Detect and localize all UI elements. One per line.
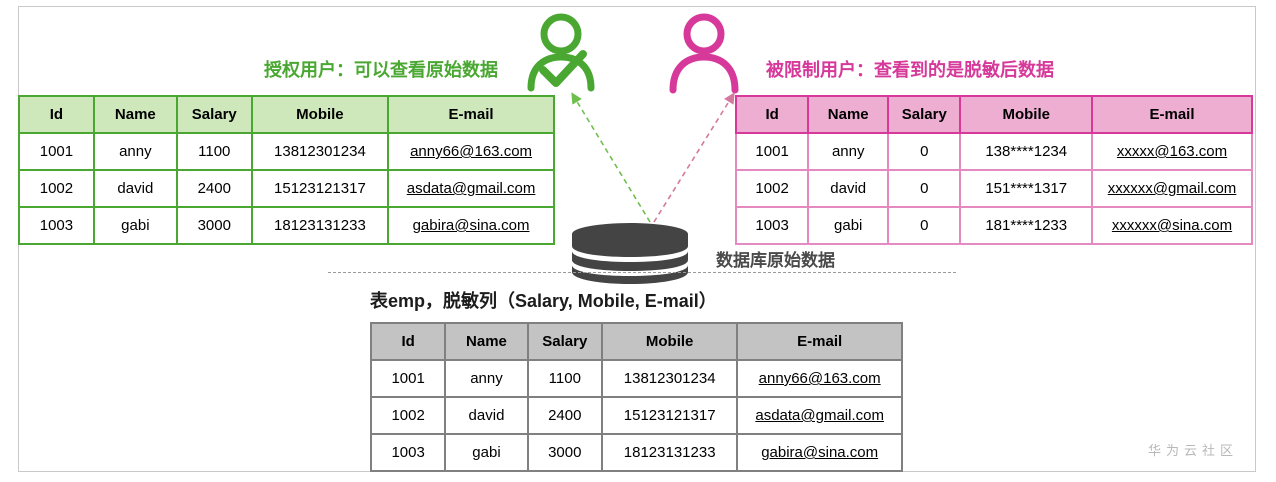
cell-email[interactable]: anny66@163.com <box>736 359 903 398</box>
cell-salary: 0 <box>887 169 962 208</box>
cell-id: 1001 <box>18 132 95 171</box>
col-header-id: Id <box>18 95 95 134</box>
cell-name: gabi <box>444 433 529 472</box>
cell-salary: 2400 <box>526 396 603 435</box>
cell-salary: 3000 <box>526 433 603 472</box>
col-header-salary: Salary <box>175 95 253 134</box>
cell-email[interactable]: xxxxx@163.com <box>1091 132 1253 171</box>
cell-name: gabi <box>807 206 890 245</box>
table-row: 1003 gabi 3000 18123131233 gabira@sina.c… <box>369 433 903 472</box>
cell-name: gabi <box>92 206 178 245</box>
cell-id: 1003 <box>18 206 95 245</box>
table-row: 1001 anny 0 138****1234 xxxxx@163.com <box>734 132 1253 171</box>
restricted-user-label: 被限制用户：查看到的是脱敏后数据 <box>766 60 1054 80</box>
cell-email[interactable]: gabira@sina.com <box>736 433 903 472</box>
cell-id: 1002 <box>18 169 95 208</box>
cell-email[interactable]: asdata@gmail.com <box>387 169 555 208</box>
cell-salary: 0 <box>887 206 962 245</box>
source-table-caption: 表emp，脱敏列（Salary, Mobile, E-mail） <box>370 291 717 311</box>
col-header-name: Name <box>92 95 178 134</box>
cell-email[interactable]: anny66@163.com <box>387 132 555 171</box>
col-header-email: E-mail <box>387 95 555 134</box>
cell-mobile: 18123131233 <box>600 433 739 472</box>
cell-name: anny <box>92 132 178 171</box>
database-cylinder-icon <box>572 223 688 284</box>
cell-name: david <box>92 169 178 208</box>
cell-id: 1002 <box>734 169 810 208</box>
watermark: 华为云社区 <box>1148 443 1239 458</box>
cell-salary: 3000 <box>175 206 253 245</box>
table-header-row: Id Name Salary Mobile E-mail <box>369 322 903 361</box>
user-check-icon <box>527 13 595 92</box>
user-icon <box>669 13 739 94</box>
table-row: 1002 david 2400 15123121317 asdata@gmail… <box>18 169 555 208</box>
arrow-db-to-restricted <box>653 92 735 223</box>
section-divider <box>328 272 956 273</box>
table-row: 1003 gabi 0 181****1233 xxxxxx@sina.com <box>734 206 1253 245</box>
cell-id: 1001 <box>734 132 810 171</box>
col-header-email: E-mail <box>736 322 903 361</box>
data-flow-arrows <box>571 92 735 223</box>
cell-mobile: 15123121317 <box>600 396 739 435</box>
col-header-mobile: Mobile <box>250 95 390 134</box>
cell-mobile: 18123131233 <box>250 206 390 245</box>
cell-email[interactable]: gabira@sina.com <box>387 206 555 245</box>
cell-mobile: 13812301234 <box>250 132 390 171</box>
col-header-salary: Salary <box>526 322 603 361</box>
col-header-id: Id <box>734 95 810 134</box>
arrow-db-to-authorized <box>571 92 651 223</box>
cell-name: david <box>444 396 529 435</box>
cell-name: david <box>807 169 890 208</box>
cell-name: anny <box>807 132 890 171</box>
cell-id: 1003 <box>369 433 447 472</box>
cell-name: anny <box>444 359 529 398</box>
cell-mobile: 15123121317 <box>250 169 390 208</box>
authorized-data-table: Id Name Salary Mobile E-mail 1001 anny 1… <box>18 95 555 245</box>
col-header-mobile: Mobile <box>959 95 1094 134</box>
table-row: 1003 gabi 3000 18123131233 gabira@sina.c… <box>18 206 555 245</box>
cell-email[interactable]: xxxxxx@gmail.com <box>1091 169 1253 208</box>
table-row: 1001 anny 1100 13812301234 anny66@163.co… <box>369 359 903 398</box>
cell-salary: 1100 <box>175 132 253 171</box>
source-data-table: Id Name Salary Mobile E-mail 1001 anny 1… <box>369 322 903 472</box>
col-header-name: Name <box>444 322 529 361</box>
cell-mobile: 138****1234 <box>959 132 1094 171</box>
col-header-salary: Salary <box>887 95 962 134</box>
restricted-data-table: Id Name Salary Mobile E-mail 1001 anny 0… <box>734 95 1253 245</box>
cell-email[interactable]: xxxxxx@sina.com <box>1091 206 1253 245</box>
cell-mobile: 181****1233 <box>959 206 1094 245</box>
cell-salary: 2400 <box>175 169 253 208</box>
database-label: 数据库原始数据 <box>716 251 835 270</box>
col-header-mobile: Mobile <box>600 322 739 361</box>
table-row: 1002 david 0 151****1317 xxxxxx@gmail.co… <box>734 169 1253 208</box>
cell-mobile: 13812301234 <box>600 359 739 398</box>
table-header-row: Id Name Salary Mobile E-mail <box>18 95 555 134</box>
col-header-id: Id <box>369 322 447 361</box>
cell-salary: 0 <box>887 132 962 171</box>
table-header-row: Id Name Salary Mobile E-mail <box>734 95 1253 134</box>
cell-email[interactable]: asdata@gmail.com <box>736 396 903 435</box>
table-row: 1002 david 2400 15123121317 asdata@gmail… <box>369 396 903 435</box>
table-row: 1001 anny 1100 13812301234 anny66@163.co… <box>18 132 555 171</box>
col-header-email: E-mail <box>1091 95 1253 134</box>
cell-salary: 1100 <box>526 359 603 398</box>
cell-id: 1002 <box>369 396 447 435</box>
cell-id: 1001 <box>369 359 447 398</box>
cell-id: 1003 <box>734 206 810 245</box>
authorized-user-label: 授权用户：可以查看原始数据 <box>264 60 498 80</box>
col-header-name: Name <box>807 95 890 134</box>
cell-mobile: 151****1317 <box>959 169 1094 208</box>
